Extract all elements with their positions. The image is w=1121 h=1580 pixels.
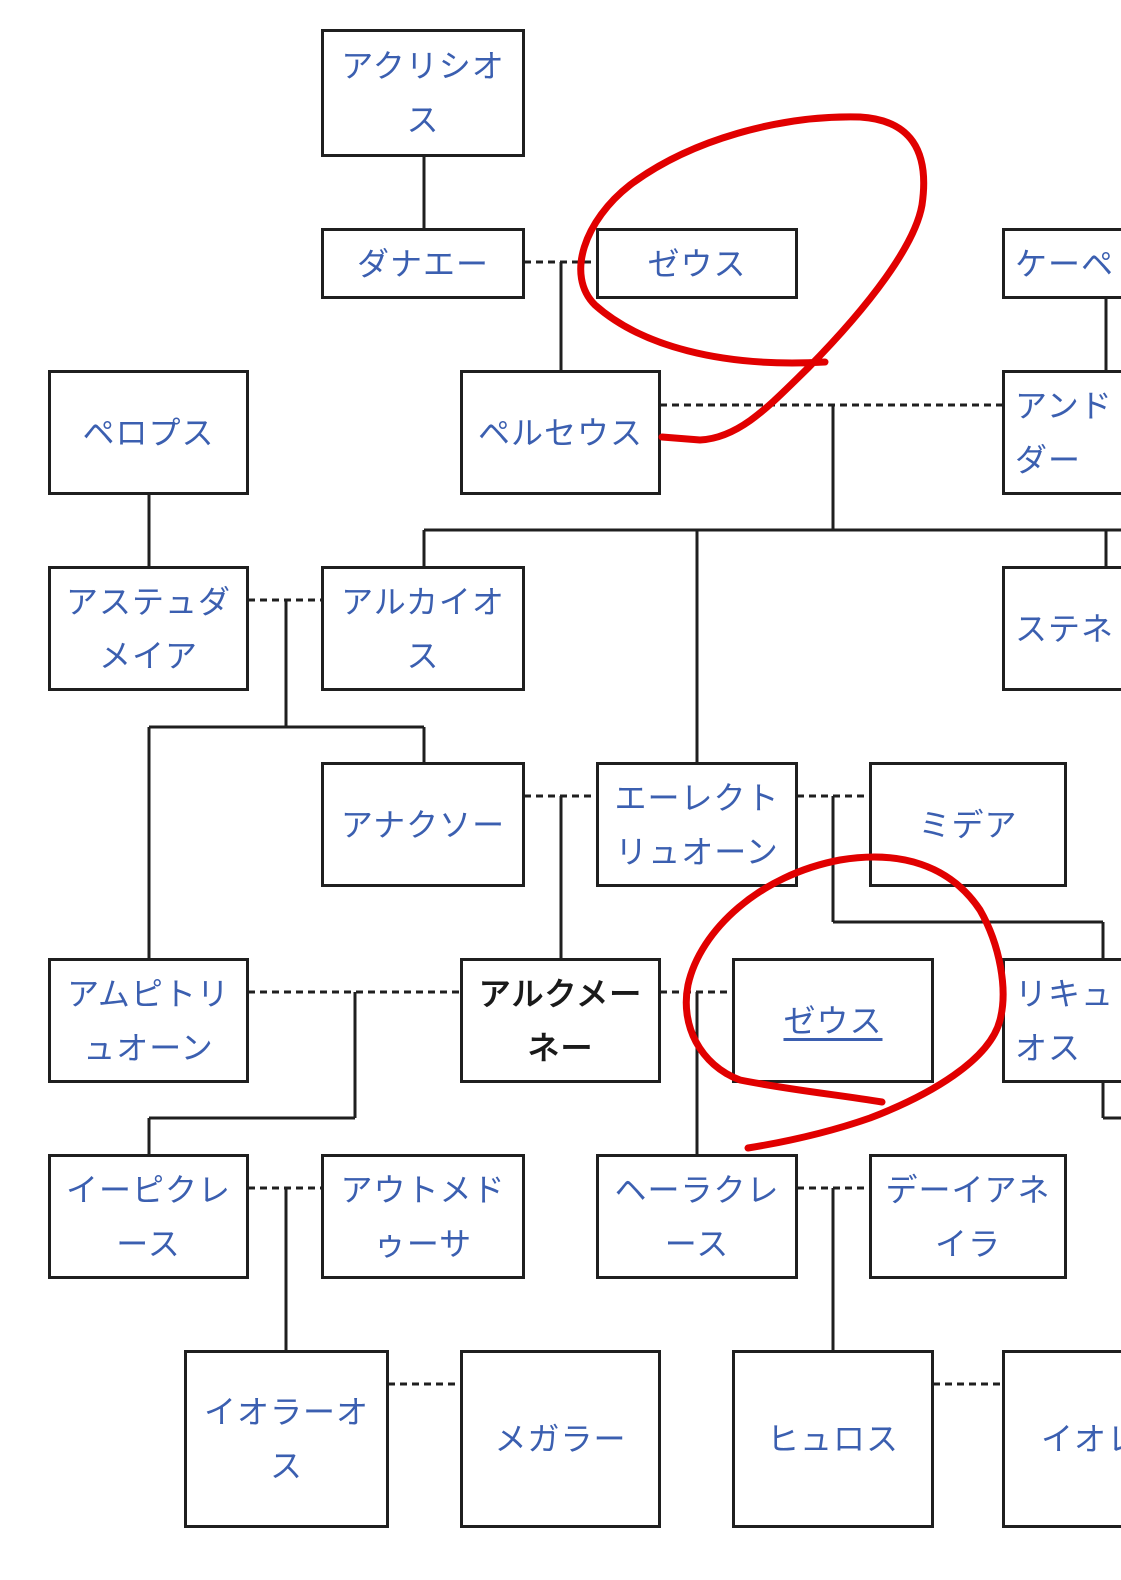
node-label: ペロプス xyxy=(82,413,215,452)
node-label: ヘーラクレース xyxy=(614,1170,780,1263)
node-midea[interactable]: ミデア xyxy=(869,762,1067,887)
node-label: ゼウス xyxy=(647,244,747,283)
node-amphitryon[interactable]: アムピトリュオーン xyxy=(48,958,249,1083)
node-anaxo[interactable]: アナクソー xyxy=(321,762,525,887)
node-danae[interactable]: ダナエー xyxy=(321,228,525,299)
node-iole[interactable]: イオレ xyxy=(1002,1350,1121,1528)
node-label: ヒュロス xyxy=(766,1420,899,1458)
node-perseus[interactable]: ペルセウス xyxy=(460,370,661,495)
node-sthenelus[interactable]: ステネ xyxy=(1002,566,1121,691)
node-deianira[interactable]: デーイアネイラ xyxy=(869,1154,1067,1279)
node-cepheus[interactable]: ケーペ xyxy=(1002,228,1121,299)
node-label: イーピクレース xyxy=(65,1170,231,1263)
node-label: アルクメーネー xyxy=(478,974,643,1067)
node-iolaus[interactable]: イオラーオス xyxy=(184,1350,389,1528)
node-label: ダナエー xyxy=(356,244,489,283)
node-label: イオラーオス xyxy=(203,1393,369,1485)
node-andromeda[interactable]: アンド ダー xyxy=(1002,370,1121,495)
node-label: ステネ xyxy=(1015,609,1115,648)
node-label: アウトメドゥーサ xyxy=(340,1170,506,1263)
node-astydameia[interactable]: アステュダメイア xyxy=(48,566,249,691)
node-label: アクリシオス xyxy=(341,47,505,139)
node-label: エーレクトリュオーン xyxy=(614,778,780,871)
node-label: リキュ オス xyxy=(1015,974,1115,1067)
node-label: デーイアネイラ xyxy=(885,1170,1051,1263)
node-label: イオレ xyxy=(1041,1420,1121,1458)
node-hyllus[interactable]: ヒュロス xyxy=(732,1350,934,1528)
node-automedusa[interactable]: アウトメドゥーサ xyxy=(321,1154,525,1279)
node-alcmene-current: アルクメーネー xyxy=(460,958,661,1083)
node-label: ミデア xyxy=(918,805,1018,844)
node-label: ケーペ xyxy=(1015,244,1115,283)
node-alcaeus[interactable]: アルカイオス xyxy=(321,566,525,691)
node-label: メガラー xyxy=(494,1420,627,1458)
node-label: ペルセウス xyxy=(477,413,643,452)
node-zeus-mid[interactable]: ゼウス xyxy=(732,958,934,1083)
node-label: アステュダメイア xyxy=(65,582,231,675)
node-label: アンド ダー xyxy=(1015,386,1113,479)
node-licymnius[interactable]: リキュ オス xyxy=(1002,958,1121,1083)
node-megara[interactable]: メガラー xyxy=(460,1350,661,1528)
node-label: ゼウス xyxy=(783,1001,883,1040)
node-pelops[interactable]: ペロプス xyxy=(48,370,249,495)
node-electryon[interactable]: エーレクトリュオーン xyxy=(596,762,798,887)
node-acrisius[interactable]: アクリシオス xyxy=(321,29,525,157)
node-zeus-top[interactable]: ゼウス xyxy=(596,228,798,299)
node-heracles[interactable]: ヘーラクレース xyxy=(596,1154,798,1279)
node-label: アムピトリュオーン xyxy=(67,974,230,1067)
node-iphicles[interactable]: イーピクレース xyxy=(48,1154,249,1279)
node-label: アルカイオス xyxy=(341,582,505,675)
node-label: アナクソー xyxy=(340,805,506,844)
